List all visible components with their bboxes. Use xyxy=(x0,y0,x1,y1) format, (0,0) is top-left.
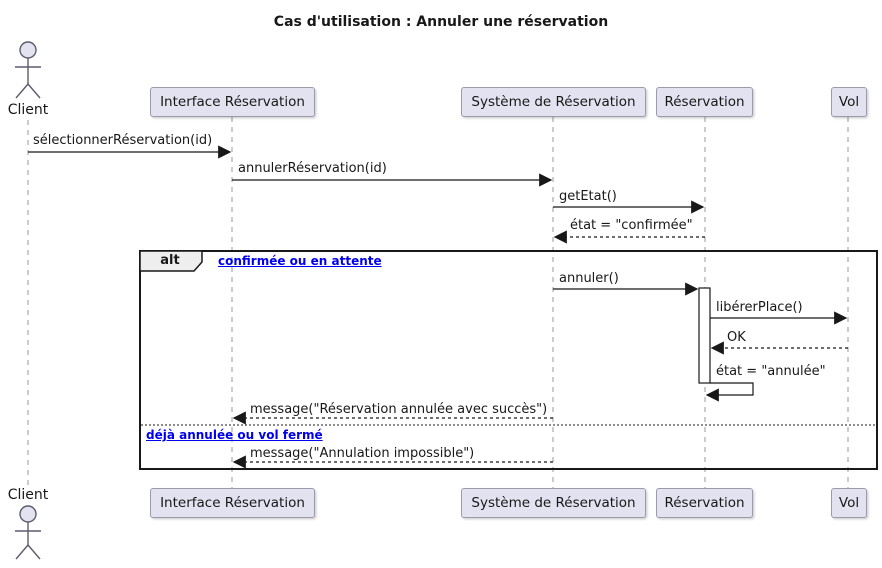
lifelines xyxy=(27,117,849,488)
alt-condition-2-link[interactable]: déjà annulée ou vol fermé xyxy=(146,428,323,442)
alt-frame xyxy=(139,250,878,470)
message-label-annuler-reservation: annulerRéservation(id) xyxy=(238,161,387,176)
participant-systeme-top: Système de Réservation xyxy=(461,87,646,117)
activation-bar xyxy=(698,287,711,384)
participant-vol-top: Vol xyxy=(831,87,867,117)
participant-systeme-bottom: Système de Réservation xyxy=(461,488,646,518)
diagram-title: Cas d'utilisation : Annuler une réservat… xyxy=(273,14,609,30)
participant-interface-top: Interface Réservation xyxy=(150,87,315,117)
arrow-etat-annulee-self xyxy=(705,382,754,402)
participant-reservation-top: Réservation xyxy=(656,87,753,117)
alt-operator-label: alt xyxy=(160,253,180,268)
actor-icon-bottom xyxy=(15,505,41,560)
message-label-annuler: annuler() xyxy=(559,271,619,286)
alt-condition-1-link[interactable]: confirmée ou en attente xyxy=(218,254,382,268)
message-label-etat-annulee: état = "annulée" xyxy=(716,364,826,379)
participant-interface-bottom: Interface Réservation xyxy=(150,488,315,518)
alt-operator-pentagon xyxy=(139,250,203,272)
message-label-getetat: getEtat() xyxy=(559,189,617,204)
actor-label-client-bottom: Client xyxy=(7,487,49,503)
message-label-selectionner: sélectionnerRéservation(id) xyxy=(33,133,213,148)
message-label-ok: OK xyxy=(727,330,746,345)
message-label-etat-confirmee: état = "confirmée" xyxy=(570,218,693,233)
actor-icon xyxy=(15,41,41,99)
actor-label-client-top: Client xyxy=(7,102,49,118)
participant-reservation-bottom: Réservation xyxy=(656,488,753,518)
participant-vol-bottom: Vol xyxy=(831,488,867,518)
message-label-impossible: message("Annulation impossible") xyxy=(250,446,475,461)
message-label-liberer-place: libérerPlace() xyxy=(716,300,803,315)
message-label-succes: message("Réservation annulée avec succès… xyxy=(250,402,548,417)
